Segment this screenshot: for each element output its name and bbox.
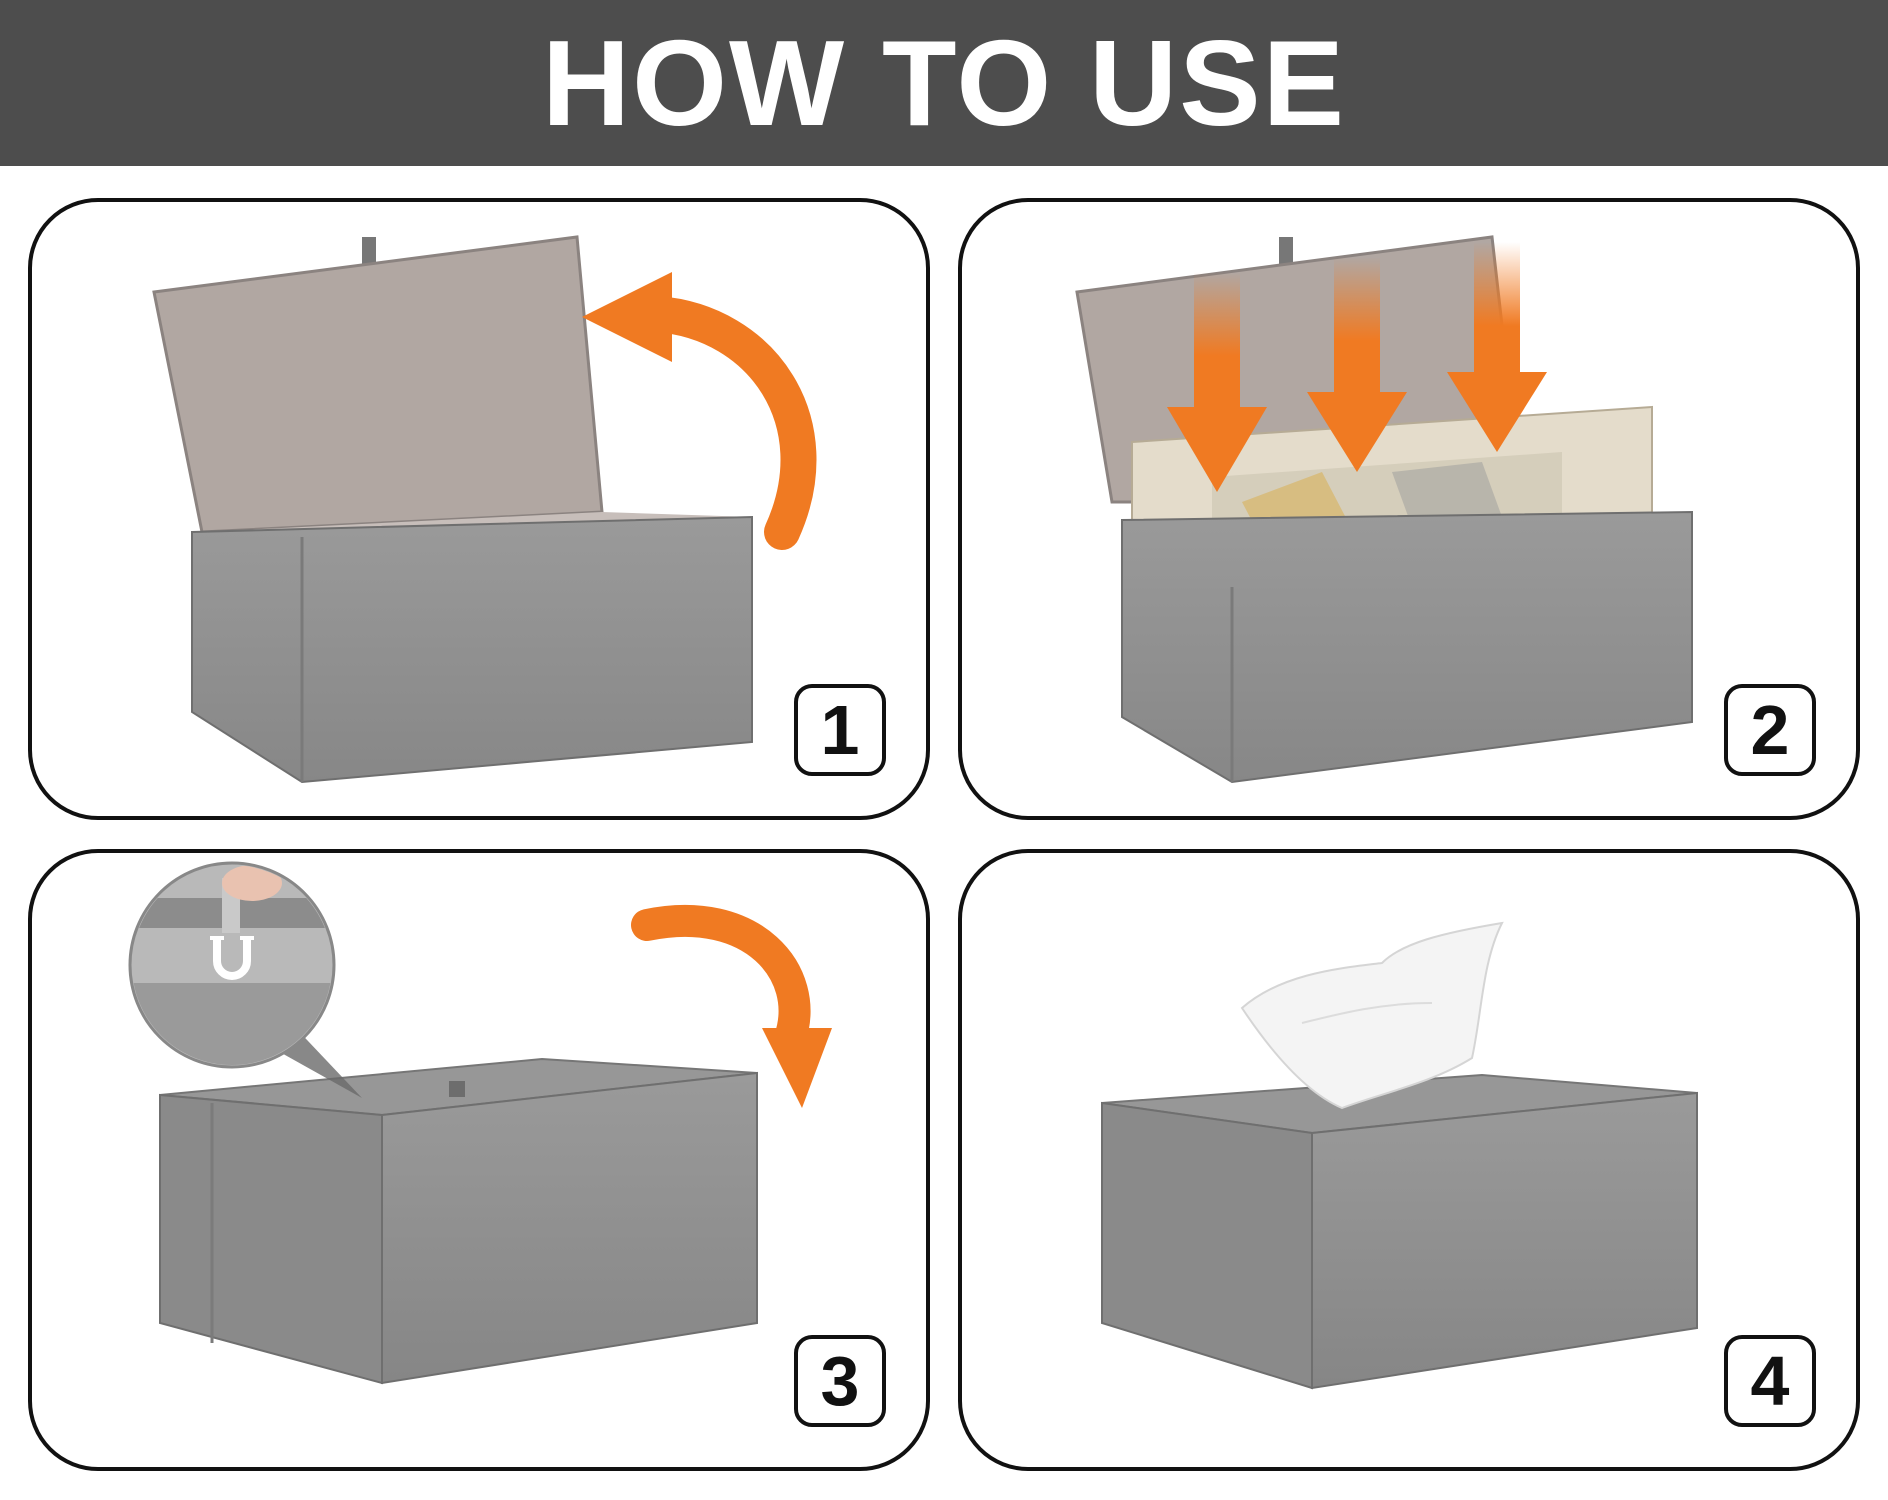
box-body (1121, 510, 1693, 784)
tissue-ready-illustration (1101, 921, 1698, 1390)
header-banner: HOW TO USE (0, 0, 1888, 166)
step-panel-1: 1 (28, 198, 930, 820)
step-panel-2: 2 (958, 198, 1860, 820)
magnet-icon (210, 936, 254, 980)
insert-tissue-illustration (1075, 235, 1693, 784)
lid-open-arrow-icon (639, 296, 817, 550)
insert-tissue-arrows-icon (1167, 242, 1547, 492)
lid-tab (449, 1081, 465, 1097)
box-interior (202, 512, 752, 532)
box-body (1311, 1091, 1698, 1390)
box-body (381, 1071, 758, 1385)
step-number-badge: 2 (1724, 684, 1816, 776)
magnet-closure-detail (128, 861, 336, 1069)
box-body (191, 515, 753, 784)
close-lid-arrow-icon (631, 904, 811, 1054)
lid-tab (362, 237, 376, 265)
step-number-badge: 4 (1724, 1335, 1816, 1427)
open-box-illustration (152, 235, 817, 784)
step-number-badge: 3 (794, 1335, 886, 1427)
step-panel-4: 4 (958, 849, 1860, 1471)
step-panel-3: 3 (28, 849, 930, 1471)
open-lid (152, 235, 604, 534)
step-number-badge: 1 (794, 684, 886, 776)
tissue-out-icon (1240, 921, 1504, 1110)
page-title: HOW TO USE (541, 15, 1346, 151)
close-lid-illustration (128, 861, 832, 1385)
